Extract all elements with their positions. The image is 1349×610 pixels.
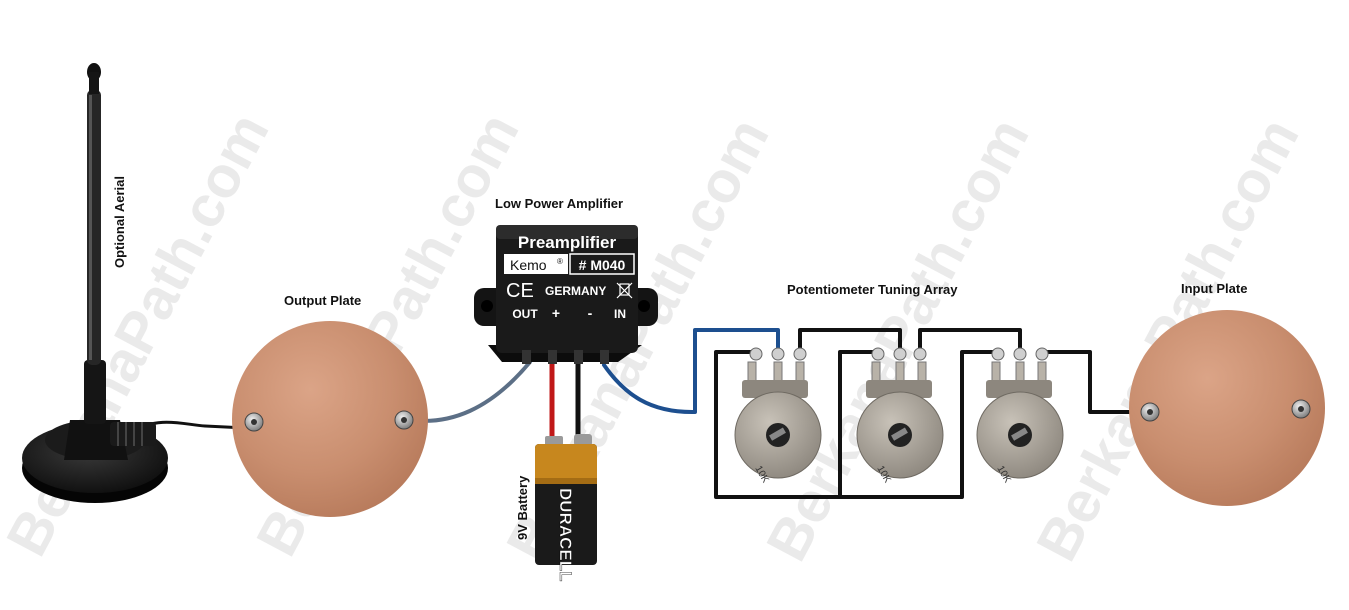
input-plate-label: Input Plate [1181,281,1247,296]
amp-ce-mark: CE [506,280,534,302]
wire-pot3-to-input-plate [1040,350,1150,414]
potentiometer-3: 10K [976,347,1064,485]
battery-label: 9V Battery [515,475,530,540]
amp-model: # M040 [579,257,626,273]
amp-country: GERMANY [545,284,606,298]
amp-brand: Kemo [510,257,547,273]
output-plate-label: Output Plate [284,293,361,308]
amp-pin-in: IN [614,307,626,321]
wire-pot1-to-pot2 [798,328,902,354]
aerial-label: Optional Aerial [112,176,127,268]
amplifier-module: Preamplifier Kemo ® # M040 CE GERMANY OU… [474,225,658,364]
pot-array-label: Potentiometer Tuning Array [787,282,958,297]
amplifier-label: Low Power Amplifier [495,196,623,211]
amp-pin-plus: + [552,305,560,321]
potentiometer-1: 10K [734,347,822,485]
output-plate [232,321,428,517]
battery-brand: DURACELL [556,488,575,582]
amp-pin-out: OUT [512,307,538,321]
watermark: BerkanaPath.com [754,108,1041,571]
registered-mark: ® [557,257,563,266]
wire-pot2-bottom-loop [838,350,1000,499]
amp-pin-minus: - [588,305,593,321]
potentiometer-2: 10K [856,347,944,485]
watermark: BerkanaPath.com [0,103,282,566]
aerial [22,63,168,503]
battery: DURACELL [535,434,597,582]
weee-bin-icon [616,282,633,299]
input-plate [1129,310,1325,506]
wire-output-plate-to-amp-out [408,360,532,423]
wire-pot1-bottom-loop [714,350,880,499]
wire-pot2-to-pot3 [918,328,1022,354]
watermarks: BerkanaPath.com BerkanaPath.com BerkanaP… [0,103,1312,571]
amp-title: Preamplifier [518,233,617,252]
wire-amp-in-to-pot [602,328,780,414]
